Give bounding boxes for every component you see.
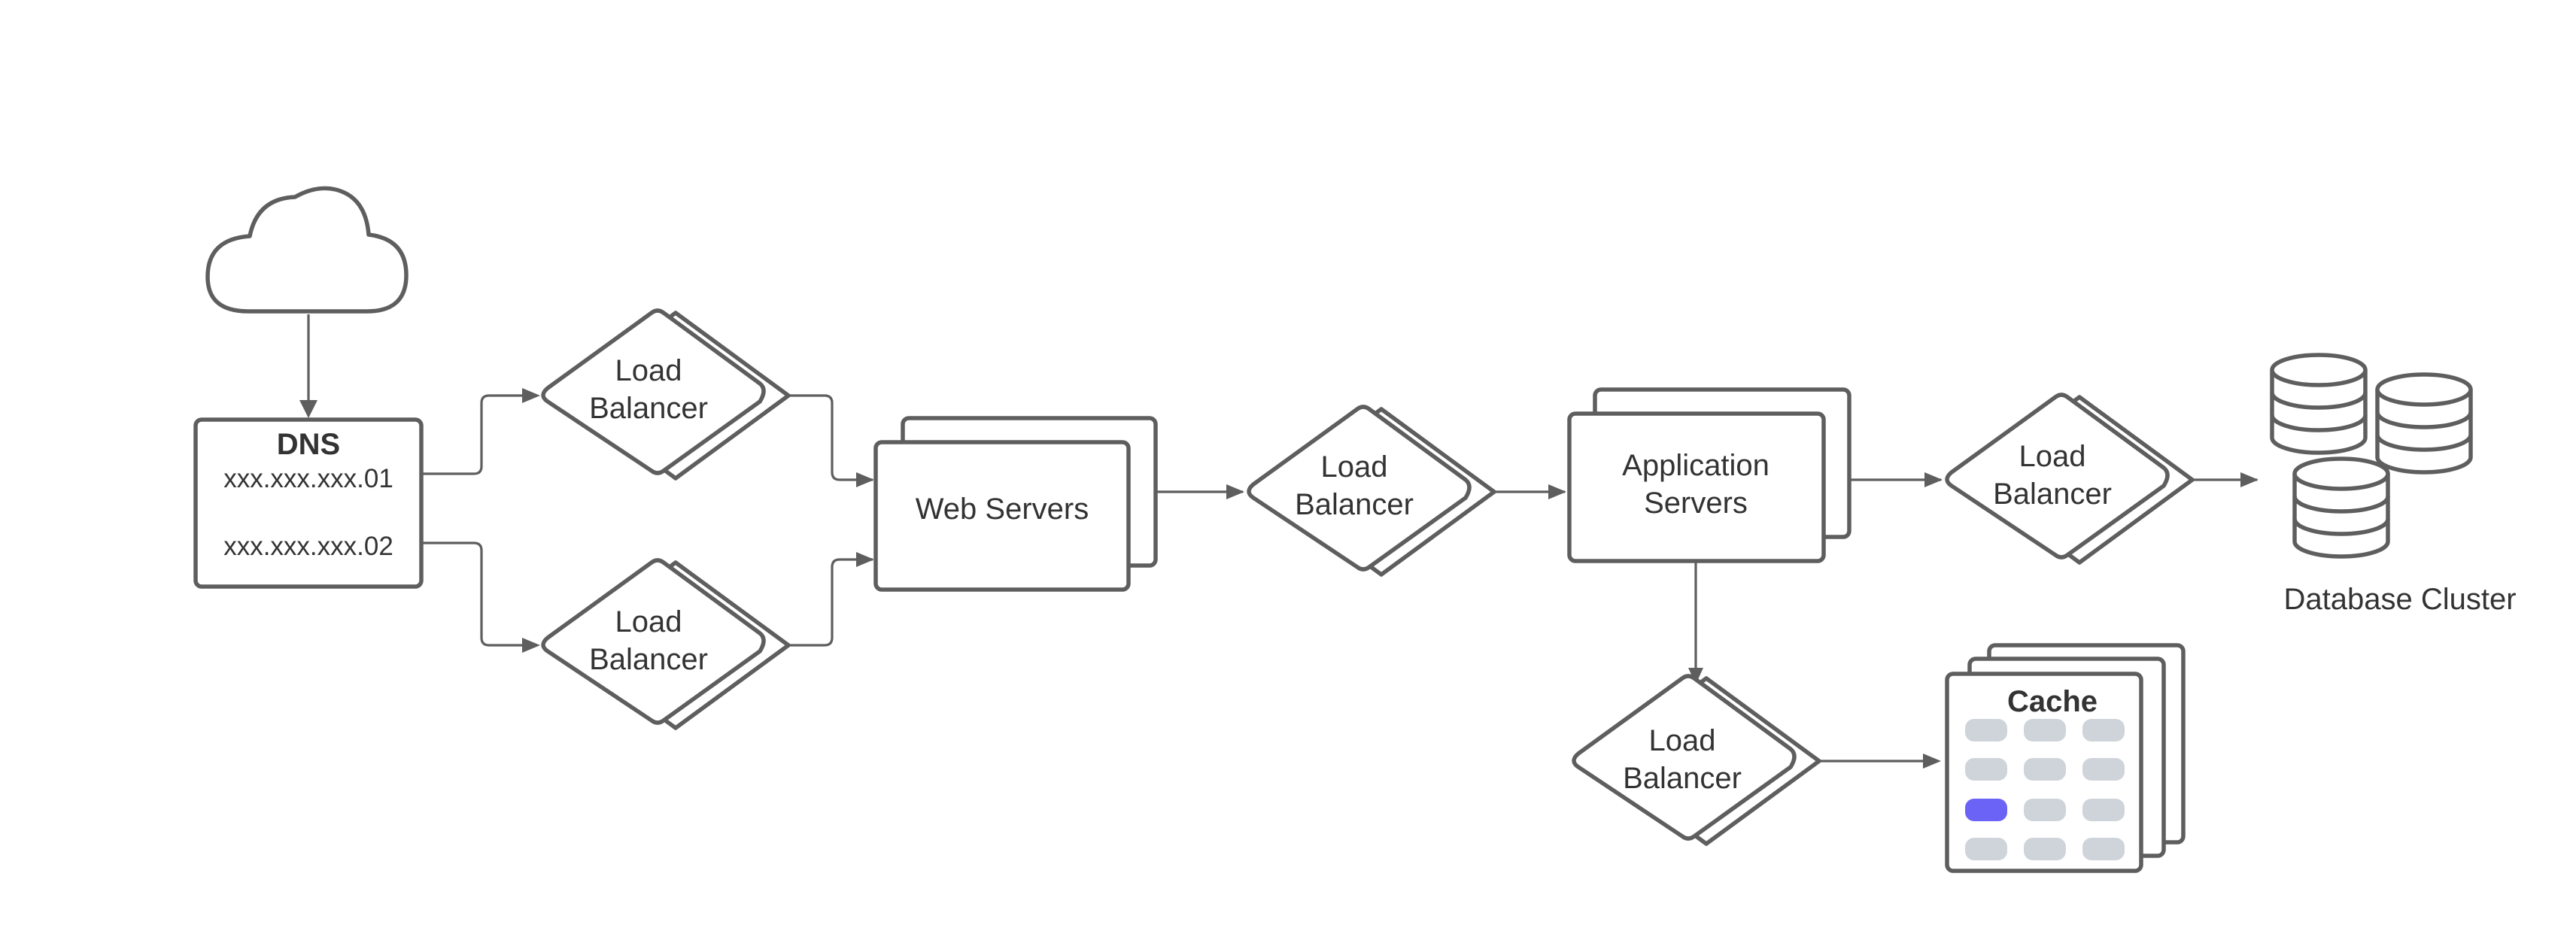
lb-upper-label-line2: Balancer bbox=[589, 392, 708, 425]
edge-dns-to-lb-lower bbox=[421, 541, 536, 647]
arrowhead bbox=[856, 552, 874, 567]
lb-app-db-label-line2: Balancer bbox=[1993, 478, 2112, 511]
app-servers-label-line1: Application bbox=[1622, 449, 1769, 482]
arrowhead bbox=[856, 472, 874, 487]
arrowhead bbox=[1923, 754, 1941, 769]
cache-slot bbox=[2024, 838, 2066, 860]
lb-upper-label-line1: Load bbox=[615, 354, 682, 387]
cache-slot bbox=[1965, 838, 2007, 860]
cache-slot bbox=[2082, 719, 2125, 741]
dns-node[interactable]: DNS xxx.xxx.xxx.01 xxx.xxx.xxx.02 bbox=[193, 417, 424, 589]
database-icon bbox=[2375, 372, 2473, 475]
lb-app-cache-label-line1: Load bbox=[1649, 724, 1716, 757]
edge-lb-lower-to-web bbox=[788, 558, 873, 647]
edge-lb-upper-to-web bbox=[788, 394, 873, 481]
load-balancer-lower[interactable]: Load Balancer bbox=[541, 558, 791, 730]
lb-web-app-label-line2: Balancer bbox=[1295, 488, 1414, 521]
load-balancer-app-db[interactable]: Load Balancer bbox=[1945, 393, 2195, 565]
arrowhead bbox=[1226, 484, 1244, 499]
cache-slot bbox=[2024, 758, 2066, 781]
web-servers-label: Web Servers bbox=[916, 493, 1089, 526]
load-balancer-app-cache[interactable]: Load Balancer bbox=[1572, 674, 1821, 846]
cache-slot bbox=[2082, 758, 2125, 781]
arrowhead bbox=[1548, 484, 1566, 499]
dns-record-1: xxx.xxx.xxx.01 bbox=[223, 464, 393, 493]
cache-slot bbox=[1965, 758, 2007, 781]
cloud-icon bbox=[205, 186, 409, 314]
database-icon bbox=[2292, 456, 2390, 559]
cache-title: Cache bbox=[2007, 685, 2098, 718]
database-cluster-label: Database Cluster bbox=[2283, 583, 2516, 616]
load-balancer-upper[interactable]: Load Balancer bbox=[541, 308, 791, 481]
web-servers-node[interactable]: Web Servers bbox=[873, 416, 1158, 592]
connectors bbox=[299, 314, 2259, 769]
lb-lower-label-line1: Load bbox=[615, 605, 682, 638]
dns-title: DNS bbox=[277, 428, 340, 461]
cache-slot bbox=[1965, 719, 2007, 741]
arrowhead bbox=[1924, 472, 1943, 487]
database-icon bbox=[2270, 353, 2368, 455]
lb-app-cache-label-line2: Balancer bbox=[1623, 762, 1742, 795]
cache-slot-highlighted bbox=[1965, 799, 2007, 821]
cache-slot bbox=[2082, 799, 2125, 821]
arrowhead bbox=[522, 638, 540, 653]
lb-lower-label-line2: Balancer bbox=[589, 643, 708, 676]
cache-slot bbox=[2082, 838, 2125, 860]
arrowhead bbox=[1688, 668, 1703, 684]
dns-record-2: xxx.xxx.xxx.02 bbox=[223, 532, 393, 561]
lb-app-db-label-line1: Load bbox=[2019, 440, 2086, 473]
cache-node[interactable]: Cache bbox=[1945, 643, 2186, 873]
load-balancer-web-app[interactable]: Load Balancer bbox=[1247, 405, 1496, 577]
application-servers-node[interactable]: Application Servers bbox=[1567, 387, 1852, 563]
cache-slot bbox=[2024, 799, 2066, 821]
lb-web-app-label-line1: Load bbox=[1321, 450, 1388, 484]
edge-dns-to-lb-upper bbox=[421, 394, 536, 475]
cache-slots bbox=[1965, 719, 2125, 860]
arrowhead bbox=[2240, 472, 2259, 487]
database-cluster-node[interactable]: Database Cluster bbox=[2270, 353, 2517, 616]
cache-slot bbox=[2024, 719, 2066, 741]
arrowhead bbox=[299, 400, 317, 418]
app-servers-label-line2: Servers bbox=[1644, 487, 1748, 520]
arrowhead bbox=[522, 388, 540, 403]
